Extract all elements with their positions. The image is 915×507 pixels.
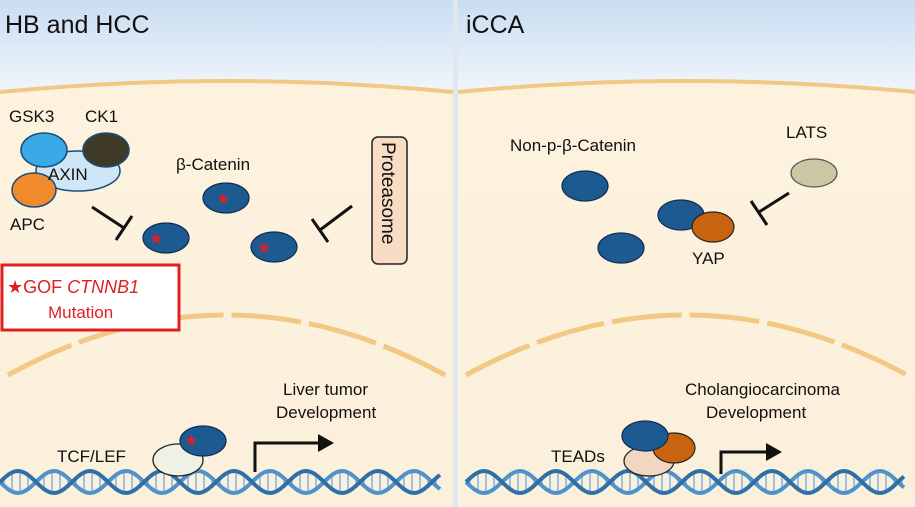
proteasome-label: Proteasome [377,142,398,244]
left-dna-helix [0,468,442,496]
complex-inhibition-arrow [91,205,134,241]
right-panel-title: iCCA [466,11,525,39]
teads-label: TEADs [551,447,605,466]
gsk3-protein [20,132,68,168]
liver-tumor-label: Liver tumor [283,380,368,399]
beta-catenin-mutant-2: ★ [142,222,190,254]
non-p-beta-catenin-1 [561,170,609,202]
nuclear-beta-catenin [621,420,669,452]
right-dna-helix [464,468,906,496]
yap-protein [691,211,735,243]
panel-divider [453,0,458,507]
cholangiocarcinoma-label: Cholangiocarcinoma [685,380,841,399]
beta-catenin-yap-complex [657,199,735,243]
gsk3-label: GSK3 [9,107,54,126]
axin-label: AXIN [48,165,88,184]
lats-inhibition-arrow [749,191,790,226]
left-nuclear-envelope [6,312,447,378]
mutation-star-icon: ★ [216,191,230,208]
beta-catenin-label: β-Catenin [176,155,250,174]
destruction-complex: GSK3 CK1 AXIN APC [9,107,130,234]
left-panel: HB and HCC GSK3 CK1 AXIN APC β-Catenin ★… [0,0,454,507]
right-panel: iCCA Non-p-β-Catenin LATS YAP Cholangioc… [457,0,915,507]
tcf-lef-label: TCF/LEF [57,447,126,466]
mutation-star-icon: ★ [184,433,198,450]
mutation-star-icon: ★ [149,231,163,248]
beta-catenin-mutant-3: ★ [250,231,298,263]
left-panel-title: HB and HCC [5,11,150,39]
tead-complex [621,420,696,477]
proteasome: Proteasome [371,136,408,265]
beta-catenin-mutant-1: ★ [202,182,250,214]
transcription-arrow-icon [719,443,782,474]
nuclear-beta-catenin [179,425,227,457]
tcf-lef-complex: ★ [152,425,227,477]
mutation-line-2: Mutation [48,303,113,322]
right-nuclear-envelope [464,312,909,378]
ck1-protein [82,132,130,168]
development-label: Development [706,403,806,422]
left-cell-cytoplasm [0,81,453,507]
right-cell-membrane [457,79,915,94]
yap-label: YAP [692,249,725,268]
mutation-star-icon: ★ [7,277,23,297]
dna-strand [464,468,906,496]
transcription-arrow-icon [253,434,334,472]
ck1-label: CK1 [85,107,118,126]
mutation-star-icon: ★ [257,240,271,257]
apc-label: APC [10,215,45,234]
lats-label: LATS [786,123,827,142]
non-p-beta-catenin-label: Non-p-β-Catenin [510,136,636,155]
apc-protein [11,172,57,208]
development-label: Development [276,403,376,422]
non-p-beta-catenin-2 [597,232,645,264]
lats-protein [790,158,838,188]
proteasome-inhibition-arrow [310,204,353,243]
dna-strand [0,468,442,496]
mutation-line-1: ★GOF CTNNB1 [7,277,139,297]
left-cell-membrane [0,79,454,94]
gof-mutation-box: ★GOF CTNNB1 Mutation [0,263,181,332]
